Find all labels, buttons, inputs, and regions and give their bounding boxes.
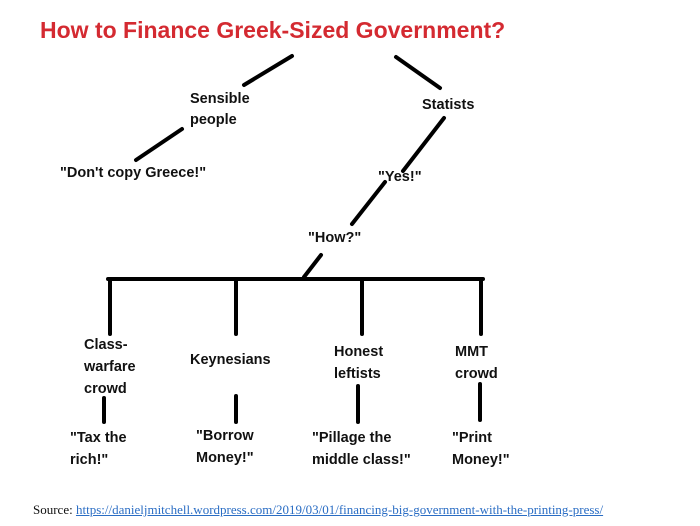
group-mmt-line1: MMT — [455, 344, 488, 360]
source-link[interactable]: https://danieljmitchell.wordpress.com/20… — [75, 502, 604, 517]
quote-borrow-line2: Money!" — [196, 450, 254, 466]
quote-pillage-line1: "Pillage the — [312, 430, 391, 446]
quote-borrow-line1: "Borrow — [196, 428, 254, 444]
quote-tax-line1: "Tax the — [70, 430, 127, 446]
group-classwarfare-line3: crowd — [84, 381, 127, 397]
quote-print-line1: "Print — [452, 430, 492, 446]
edge-statists-yes — [401, 116, 446, 173]
group-mmt-line2: crowd — [455, 366, 498, 382]
group-honest-line1: Honest — [334, 344, 383, 360]
edge-title-statists — [394, 55, 442, 90]
node-yes: "Yes!" — [378, 169, 422, 185]
edge-title-sensible — [242, 54, 294, 87]
node-sensible-line2: people — [190, 112, 237, 128]
group-classwarfare-line1: Class- — [84, 337, 128, 353]
group-classwarfare-line2: warfare — [83, 359, 136, 375]
connectors — [102, 54, 485, 424]
edge-sensible-dontcopy — [134, 127, 184, 162]
source-label: Source: — [33, 502, 73, 517]
quote-print-line2: Money!" — [452, 452, 510, 468]
source-citation: Source: https://danieljmitchell.wordpres… — [33, 502, 603, 518]
group-keynesians: Keynesians — [190, 352, 271, 368]
quote-tax-line2: rich!" — [70, 452, 108, 468]
edge-yes-how — [350, 180, 387, 226]
quote-pillage-line2: middle class!" — [312, 452, 411, 468]
edge-how-bar — [302, 253, 323, 279]
node-statists: Statists — [422, 97, 474, 113]
node-sensible-line1: Sensible — [190, 91, 250, 107]
diagram-title: How to Finance Greek-Sized Government? — [40, 17, 505, 43]
group-honest-line2: leftists — [334, 366, 381, 382]
node-dont-copy: "Don't copy Greece!" — [60, 165, 206, 181]
node-how: "How?" — [308, 230, 361, 246]
